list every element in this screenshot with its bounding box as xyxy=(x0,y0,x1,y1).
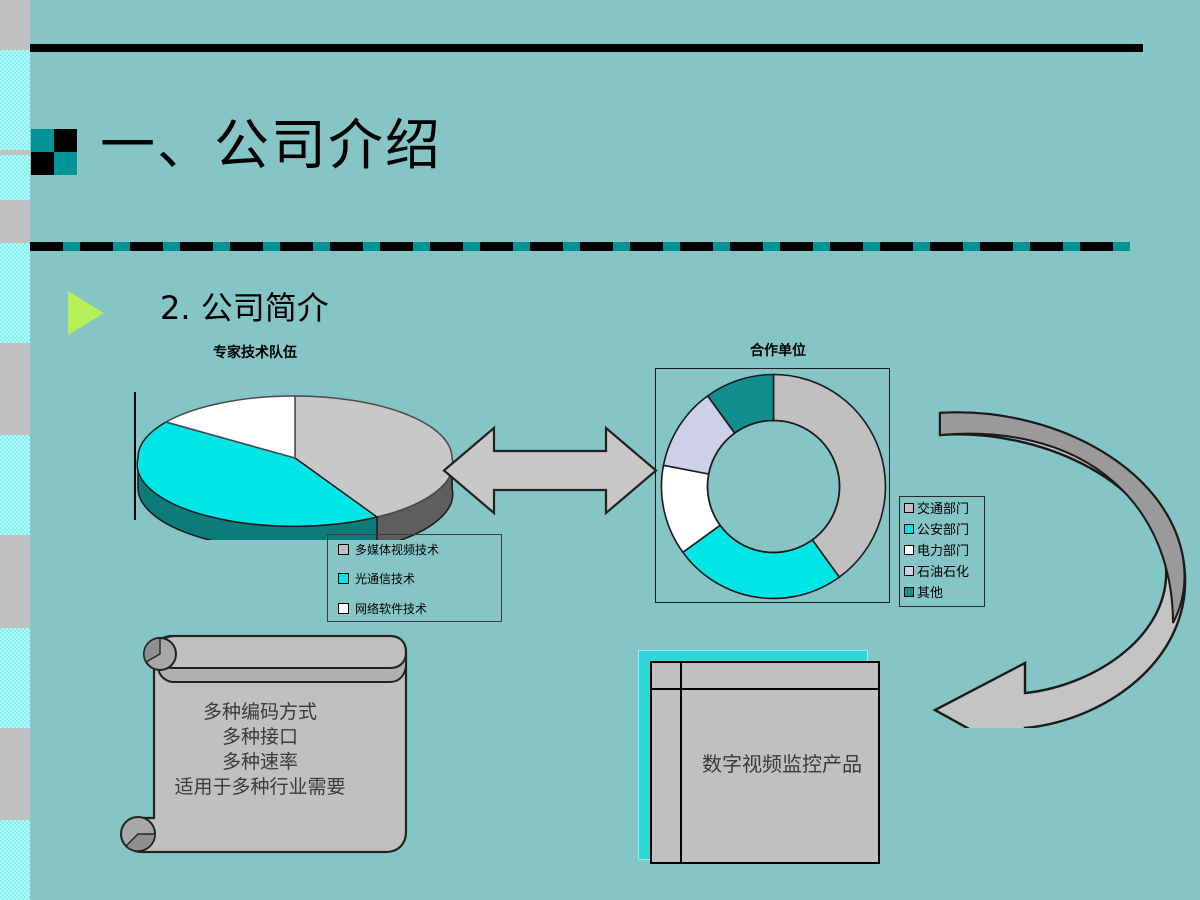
top-divider-rule xyxy=(30,44,1143,52)
scroll-note-shape xyxy=(120,634,408,854)
checker-quadrant-bl xyxy=(31,152,54,175)
legend-item: 电力部门 xyxy=(900,539,984,560)
donut-chart-title: 合作单位 xyxy=(750,343,806,359)
pie-chart-legend: 多媒体视频技术 光通信技术 网络软件技术 xyxy=(327,534,502,622)
pie-chart-svg xyxy=(136,395,454,540)
legend-label: 石油石化 xyxy=(917,565,970,580)
pie-chart-title: 专家技术队伍 xyxy=(213,345,297,361)
double-headed-arrow-icon xyxy=(442,425,658,516)
curved-return-arrow-icon xyxy=(932,411,1187,728)
legend-item: 公安部门 xyxy=(900,518,984,539)
checker-quadrant-br xyxy=(54,152,77,175)
checker-quadrant-tr xyxy=(54,129,77,152)
legend-label: 公安部门 xyxy=(917,523,970,538)
legend-swatch-network xyxy=(338,602,349,614)
sidebar-cyan-block xyxy=(0,435,30,535)
legend-item: 其他 xyxy=(900,581,984,602)
donut-chart-legend: 交通部门 公安部门 电力部门 石油石化 其他 xyxy=(899,496,985,607)
checker-quadrant-tl xyxy=(31,129,54,152)
sidebar-cyan-block xyxy=(0,628,30,728)
product-box-header-divider xyxy=(652,688,878,690)
page-title: 一、公司介绍 xyxy=(100,113,443,177)
legend-item: 多媒体视频技术 xyxy=(328,535,501,564)
legend-item: 光通信技术 xyxy=(328,564,501,593)
product-box-column-divider xyxy=(680,663,682,862)
sidebar-cyan-block xyxy=(0,243,30,343)
title-checker-bullet xyxy=(31,129,77,175)
sidebar-cyan-block xyxy=(0,50,30,150)
section-subtitle: 2. 公司简介 xyxy=(160,289,329,327)
dashed-divider-rule xyxy=(30,242,1130,251)
legend-swatch-other xyxy=(904,586,914,597)
donut-chart-frame xyxy=(655,368,890,603)
sidebar-cyan-block xyxy=(0,155,30,200)
legend-swatch-transport xyxy=(904,502,914,513)
sidebar-cyan-block xyxy=(0,820,30,900)
sidebar-decoration xyxy=(0,0,30,900)
legend-item: 网络软件技术 xyxy=(328,594,501,623)
legend-label: 光通信技术 xyxy=(355,572,416,587)
product-box: 数字视频监控产品 xyxy=(650,661,880,864)
legend-label: 其他 xyxy=(917,586,944,601)
pie-chart-3d xyxy=(120,380,470,540)
product-box-label: 数字视频监控产品 xyxy=(702,752,862,776)
donut-chart-svg xyxy=(660,373,887,600)
legend-label: 交通部门 xyxy=(917,502,970,517)
legend-swatch-petro xyxy=(904,565,914,576)
legend-item: 交通部门 xyxy=(900,497,984,518)
legend-label: 网络软件技术 xyxy=(355,601,428,616)
legend-label: 多媒体视频技术 xyxy=(355,543,440,558)
pie-chart-axis-line xyxy=(134,392,136,520)
legend-swatch-multimedia xyxy=(338,544,349,556)
legend-swatch-power xyxy=(904,544,914,555)
legend-swatch-optical xyxy=(338,573,349,585)
sidebar-inner-strip xyxy=(30,0,42,900)
play-triangle-icon xyxy=(68,291,104,335)
legend-item: 石油石化 xyxy=(900,560,984,581)
legend-swatch-police xyxy=(904,523,914,534)
legend-label: 电力部门 xyxy=(917,544,970,559)
